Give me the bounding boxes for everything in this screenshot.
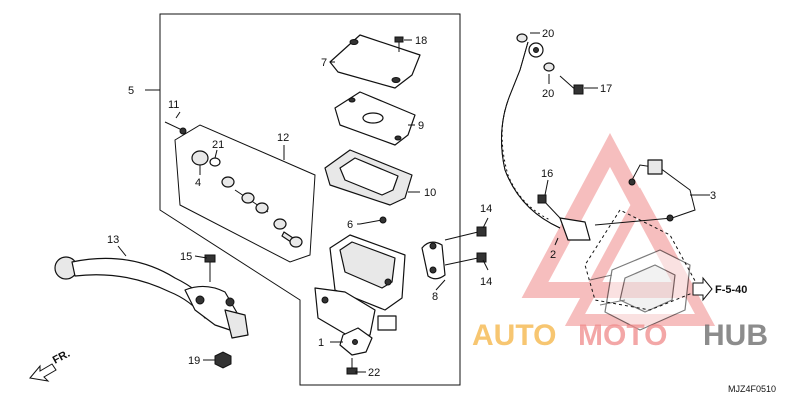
nut-19 — [214, 351, 232, 369]
washer-20-lower — [543, 62, 555, 72]
screw-18 — [394, 36, 404, 52]
callout-10: 10 — [424, 187, 436, 199]
callout-20-lower: 20 — [542, 88, 554, 100]
ref-label: F-5-40 — [715, 284, 747, 296]
brake-pipe — [594, 159, 696, 226]
brake-hose — [501, 41, 591, 241]
front-label: FR. — [51, 348, 72, 367]
callout-16: 16 — [541, 168, 553, 180]
bolt-14-upper — [444, 226, 487, 241]
watermark-word-hub: HUB — [703, 319, 768, 352]
boot-4 — [191, 150, 209, 166]
callout-15: 15 — [180, 251, 192, 263]
front-arrow-icon — [29, 363, 57, 382]
reservoir-cap — [329, 34, 421, 89]
diaphragm-plate — [334, 91, 416, 146]
callout-22: 22 — [368, 367, 380, 379]
watermark-text: AUTO MOTO HUB — [472, 319, 768, 352]
pivot-bolt-15 — [204, 254, 216, 282]
callout-3: 3 — [710, 190, 716, 202]
abs-modulator — [589, 249, 691, 331]
callout-21: 21 — [212, 139, 224, 151]
callout-13: 13 — [107, 234, 119, 246]
callout-5: 5 — [128, 85, 134, 97]
washer-20-upper — [516, 33, 528, 43]
callout-18: 18 — [415, 35, 427, 47]
handlebar-clamp — [421, 241, 446, 280]
abs-reference-frame — [584, 209, 701, 311]
callout-8: 8 — [432, 291, 438, 303]
callout-1: 1 — [318, 337, 324, 349]
brake-switch — [339, 327, 373, 356]
boot-11 — [164, 121, 187, 135]
diagram-code: MJZ4F0510 — [728, 384, 776, 394]
master-cylinder-body — [314, 234, 406, 339]
callout-14-lower: 14 — [480, 276, 492, 288]
callout-11: 11 — [168, 99, 179, 111]
watermark-word-moto: MOTO — [578, 319, 667, 352]
master-cylinder-assembly-frame — [159, 13, 461, 386]
ref-arrow-icon — [692, 276, 713, 302]
screw-22 — [346, 358, 358, 375]
callout-6: 6 — [347, 219, 353, 231]
callout-19: 19 — [188, 355, 200, 367]
brake-lever — [54, 256, 249, 339]
callout-2: 2 — [550, 249, 556, 261]
circlip-21 — [209, 157, 221, 167]
callout-4: 4 — [195, 177, 201, 189]
watermark-word-auto: AUTO — [472, 319, 556, 352]
front-direction-indicator: FR. — [29, 348, 72, 382]
diaphragm — [324, 149, 413, 206]
reference-arrow: F-5-40 — [692, 276, 747, 302]
callout-12: 12 — [277, 132, 289, 144]
bolt-14-lower — [444, 252, 487, 266]
bolt-17 — [559, 75, 584, 95]
piston-kit-frame — [174, 124, 316, 263]
callout-9: 9 — [418, 120, 424, 132]
leader-lines — [117, 32, 710, 373]
piston-set — [221, 176, 303, 248]
callout-20-upper: 20 — [542, 28, 554, 40]
bolt-16 — [537, 194, 561, 219]
callout-7: 7 — [321, 57, 327, 69]
callout-14-upper: 14 — [480, 203, 492, 215]
callout-17: 17 — [600, 83, 612, 95]
screw-6 — [359, 216, 387, 225]
